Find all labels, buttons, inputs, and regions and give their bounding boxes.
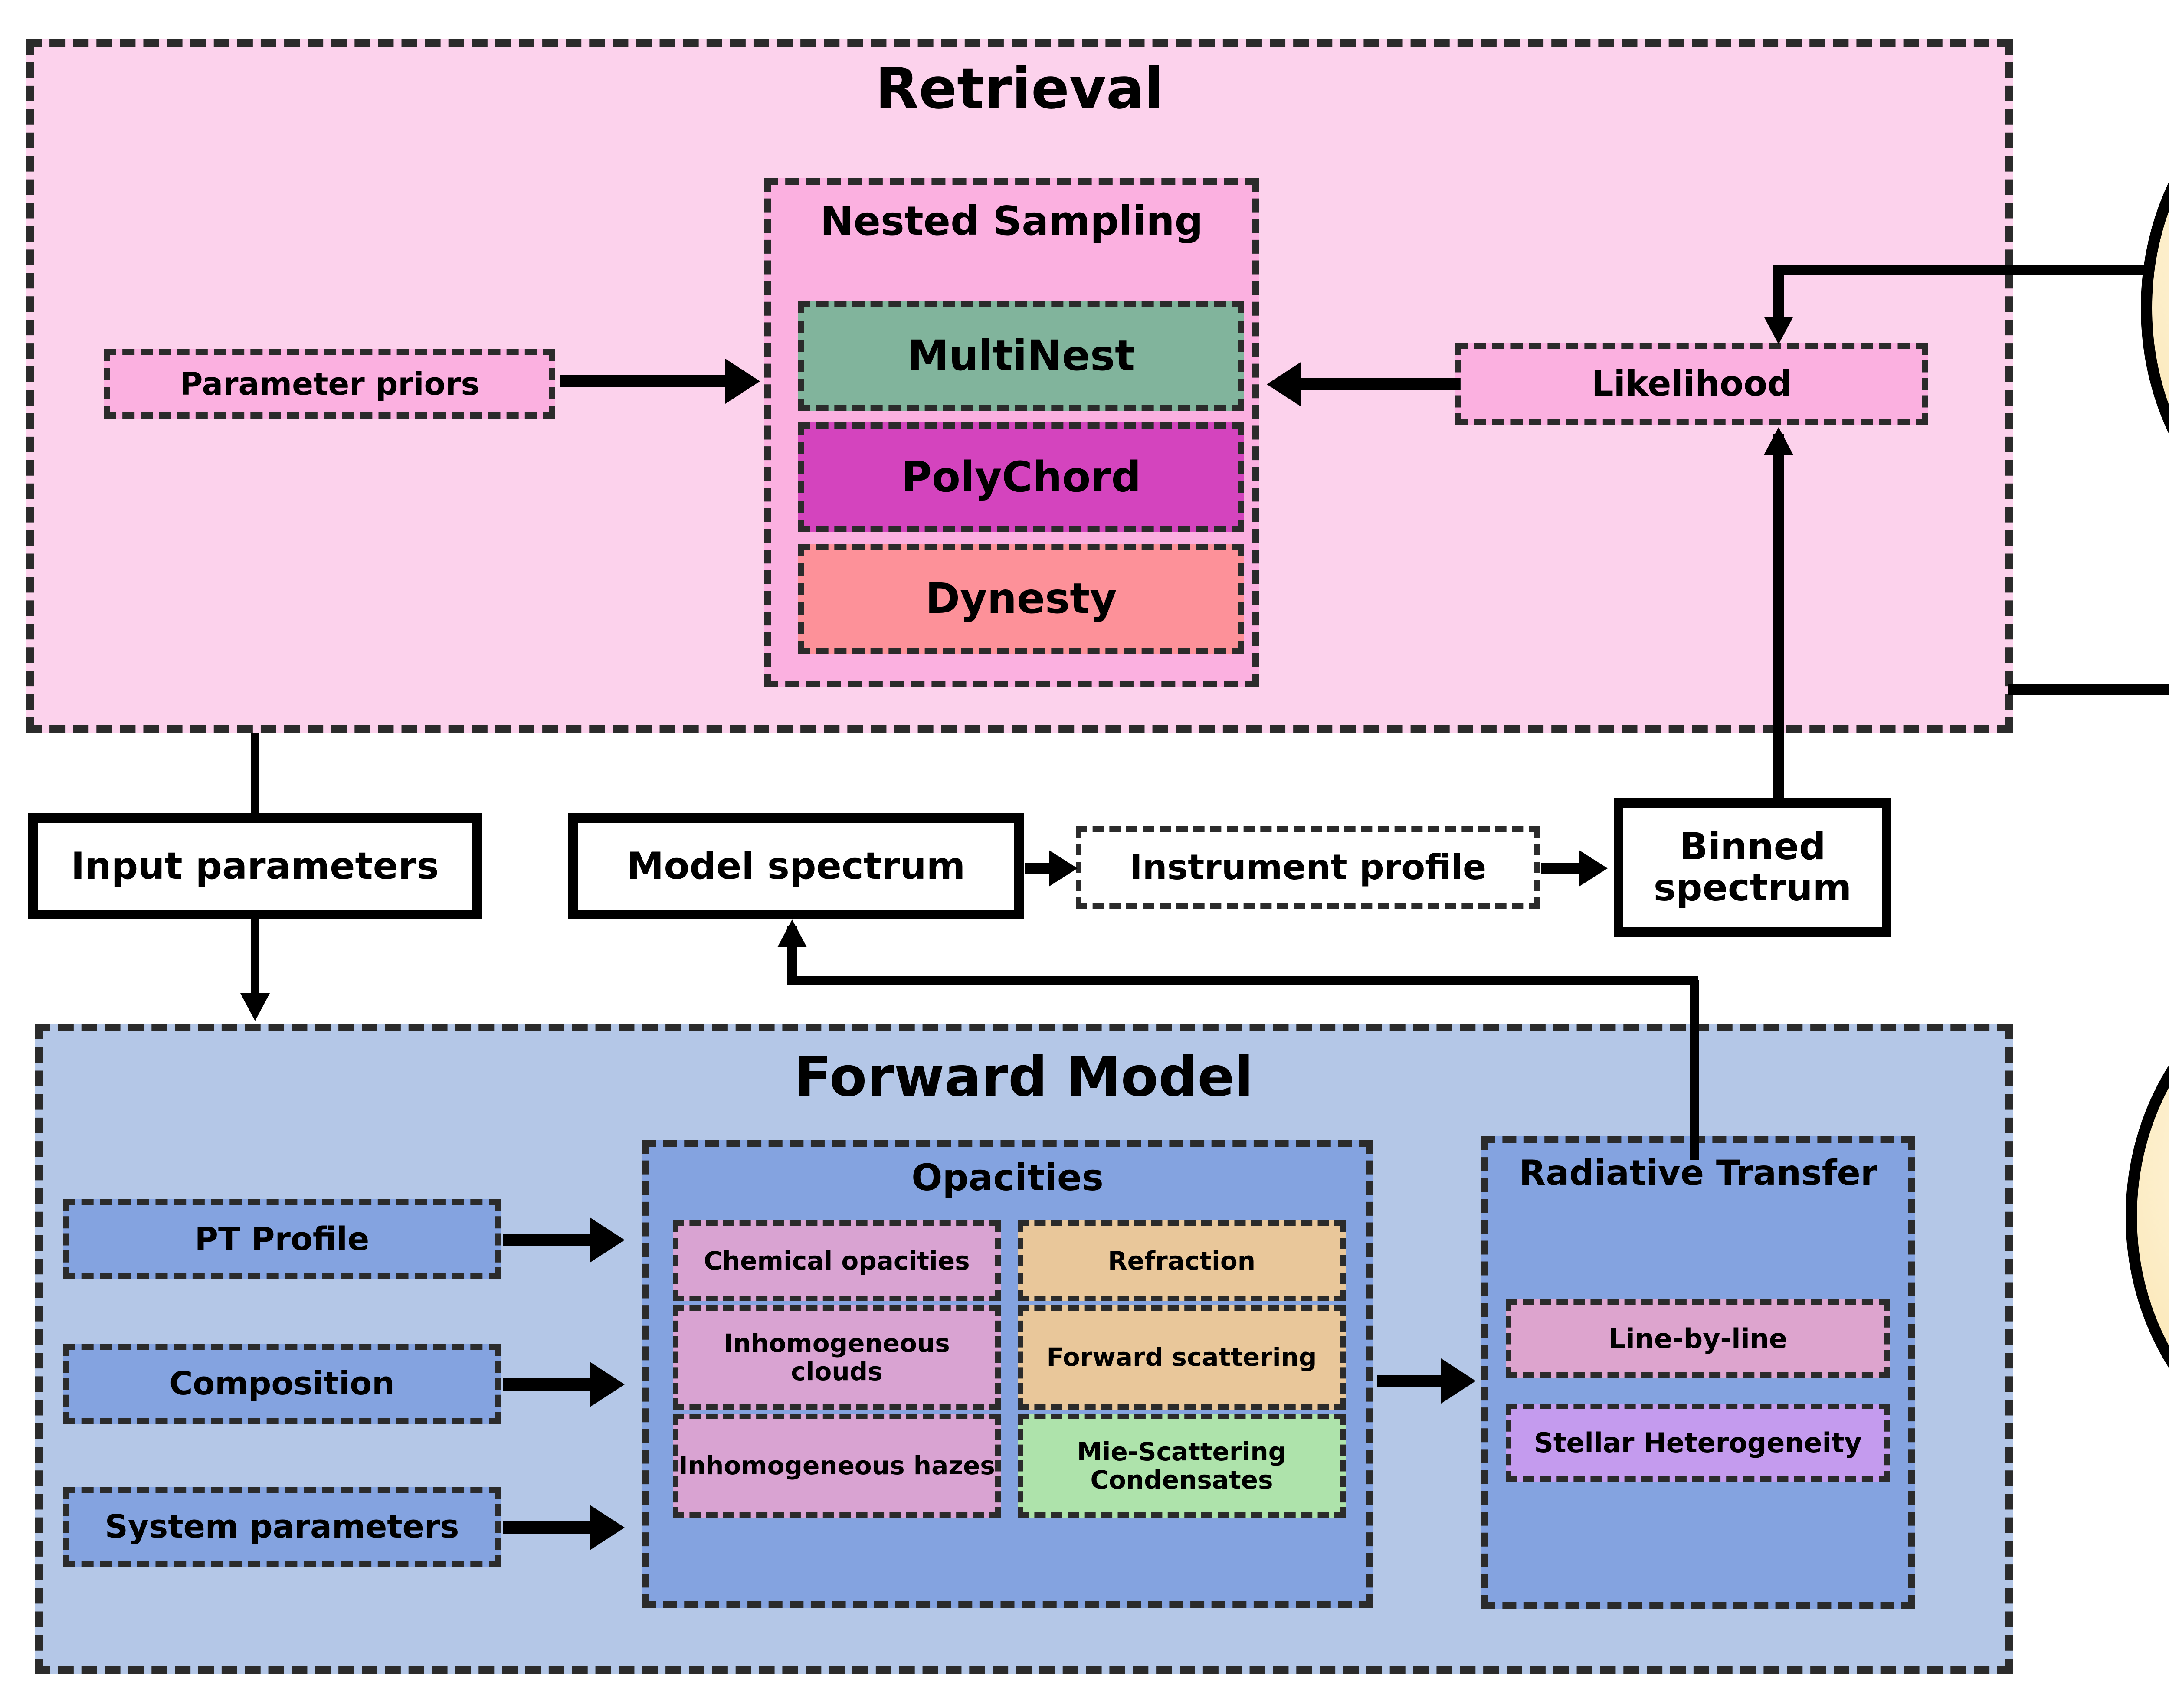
connector-pt-to-opacities (503, 1234, 596, 1246)
sampler-polychord[interactable]: PolyChord (798, 422, 1244, 532)
likelihood-node[interactable]: Likelihood (1455, 343, 1928, 425)
connector-rt-vertical-up (1690, 980, 1699, 1160)
opacity-inhomogeneous-clouds[interactable]: Inhomogeneous clouds (673, 1305, 1001, 1410)
arrowhead-input-to-forward (240, 993, 270, 1021)
input-parameters-node[interactable]: Input parameters (28, 813, 482, 919)
rt-method-line-by-line[interactable]: Line-by-line (1506, 1299, 1890, 1378)
nested-sampling-title: Nested Sampling (820, 198, 1203, 244)
arrowhead-instrument-to-binned (1579, 850, 1608, 887)
connector-retrieval-to-posterior-horizontal (2008, 684, 2169, 695)
pt-profile-node[interactable]: PT Profile (63, 1199, 501, 1279)
arrowhead-observed-to-likelihood (1764, 317, 1793, 344)
parameter-priors-node[interactable]: Parameter priors (104, 349, 555, 419)
observed-spectrum-ellipse[interactable]: Observed Spectrum (2141, 39, 2169, 577)
arrowhead-binned-to-likelihood (1764, 427, 1793, 455)
arrowhead-composition-to-opacities (590, 1362, 625, 1407)
binned-spectrum-node[interactable]: Binned spectrum (1614, 798, 1891, 937)
connector-likelihood-to-nested (1295, 378, 1460, 390)
connector-system-to-opacities (503, 1521, 596, 1534)
arrowhead-priors-to-nested (725, 359, 760, 404)
instrument-profile-node[interactable]: Instrument profile (1076, 826, 1540, 909)
forward-model-panel-title: Forward Model (794, 1045, 1254, 1109)
binned-spectrum-line-1: Binned (1679, 825, 1826, 869)
connector-rt-horizontal (787, 976, 1698, 985)
arrowhead-pt-to-opacities (590, 1217, 625, 1263)
opacity-forward-scattering[interactable]: Forward scattering (1018, 1305, 1346, 1410)
opacities-box: Opacities Chemical opacities Inhomogeneo… (642, 1140, 1373, 1608)
connector-binned-to-likelihood (1773, 434, 1784, 802)
system-parameters-node[interactable]: System parameters (63, 1487, 501, 1567)
retrieval-panel-title: Retrieval (875, 56, 1164, 122)
sampler-multinest[interactable]: MultiNest (798, 301, 1244, 411)
composition-node[interactable]: Composition (63, 1344, 501, 1424)
rt-method-stellar-heterogeneity[interactable]: Stellar Heterogeneity (1506, 1404, 1890, 1482)
connector-input-to-forward (251, 919, 259, 1010)
connector-observed-horizontal (1773, 265, 2151, 275)
connector-retrieval-to-input (251, 733, 259, 815)
arrowhead-system-to-opacities (590, 1505, 625, 1550)
opacity-refraction[interactable]: Refraction (1018, 1220, 1346, 1301)
nested-sampling-box: Nested Sampling MultiNest PolyChord Dyne… (764, 178, 1259, 687)
arrowhead-model-to-instrument (1049, 850, 1078, 887)
opacity-mie-scattering-condensates[interactable]: Mie-Scattering Condensates (1018, 1414, 1346, 1518)
model-spectrum-node[interactable]: Model spectrum (568, 813, 1024, 919)
arrowhead-opacities-to-rt (1441, 1358, 1476, 1404)
opacities-title: Opacities (911, 1156, 1104, 1199)
connector-priors-to-nested (560, 375, 733, 387)
radiative-transfer-box: Radiative Transfer Line-by-line Stellar … (1481, 1136, 1915, 1609)
connector-composition-to-opacities (503, 1378, 596, 1391)
sampler-dynesty[interactable]: Dynesty (798, 544, 1244, 654)
opacity-inhomogeneous-hazes[interactable]: Inhomogeneous hazes (673, 1414, 1001, 1518)
opacity-chemical-opacities[interactable]: Chemical opacities (673, 1220, 1001, 1301)
arrowhead-rt-to-model (777, 919, 807, 947)
binned-spectrum-line-2: spectrum (1653, 866, 1852, 910)
connector-opacities-to-rt (1377, 1375, 1449, 1387)
posterior-estimates-ellipse[interactable]: Posterior estimates & Model evidence (2126, 946, 2169, 1488)
arrowhead-likelihood-to-nested (1267, 362, 1301, 407)
